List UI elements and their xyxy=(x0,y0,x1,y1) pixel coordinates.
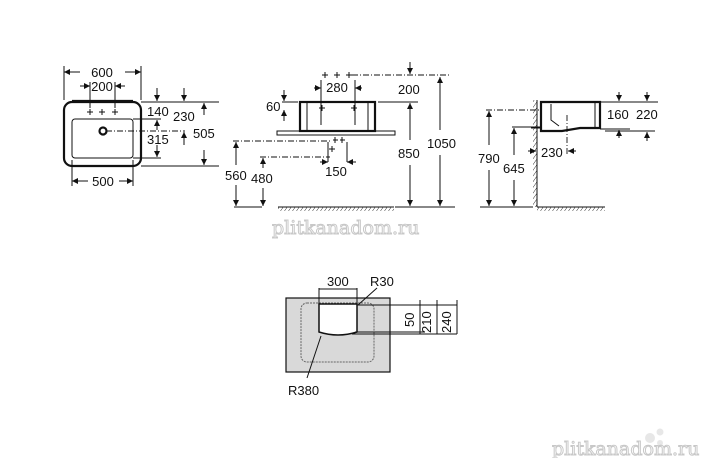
dim-r380: R380 xyxy=(288,383,319,398)
dim-280: 280 xyxy=(326,80,348,95)
dim-60: 60 xyxy=(266,99,280,114)
dim-300: 300 xyxy=(327,274,349,289)
cutout-view: 300 R30 50 210 240 R380 xyxy=(285,274,458,398)
tap-holes-icon xyxy=(319,72,357,152)
bowl-outline xyxy=(71,118,134,159)
dim-645: 645 xyxy=(503,161,525,176)
cutout-hole xyxy=(318,303,358,336)
avito-logo xyxy=(645,428,664,446)
basin-front xyxy=(298,100,377,133)
dim-560: 560 xyxy=(225,168,247,183)
dim-600: 600 xyxy=(91,65,113,80)
dim-850: 850 xyxy=(398,146,420,161)
dim-150: 150 xyxy=(325,164,347,179)
dim-210: 210 xyxy=(419,311,434,333)
dim-240: 240 xyxy=(439,311,454,333)
side-view: 790 645 230 160 220 xyxy=(478,92,658,211)
floor-hatch xyxy=(278,207,394,211)
dim-480: 480 xyxy=(251,171,273,186)
watermark-text: plitkanadom.ru xyxy=(272,217,419,239)
front-view: 280 60 200 850 1050 150 560 480 xyxy=(225,62,456,211)
dim-220: 220 xyxy=(636,107,658,122)
dim-1050: 1050 xyxy=(427,136,456,151)
wall-hatch xyxy=(533,100,537,207)
basin-profile xyxy=(539,100,602,133)
floor-hatch xyxy=(537,207,605,211)
countertop xyxy=(276,130,396,136)
dim-140: 140 xyxy=(147,104,169,119)
dim-200-tap: 200 xyxy=(398,82,420,97)
dim-790: 790 xyxy=(478,151,500,166)
drain-icon xyxy=(98,126,108,136)
dim-230: 230 xyxy=(173,109,195,124)
top-view: 600 200 140 230 315 505 500 xyxy=(62,65,219,189)
tap-holes-icon xyxy=(87,109,118,115)
watermark-text-bottom: plitkanadom.ru xyxy=(552,438,699,458)
dim-315: 315 xyxy=(147,132,169,147)
dim-505: 505 xyxy=(193,126,215,141)
dim-500: 500 xyxy=(92,174,114,189)
dim-230-wall: 230 xyxy=(541,145,563,160)
dim-200: 200 xyxy=(91,79,113,94)
dim-160: 160 xyxy=(607,107,629,122)
dim-r30: R30 xyxy=(370,274,394,289)
dim-50: 50 xyxy=(402,313,417,327)
